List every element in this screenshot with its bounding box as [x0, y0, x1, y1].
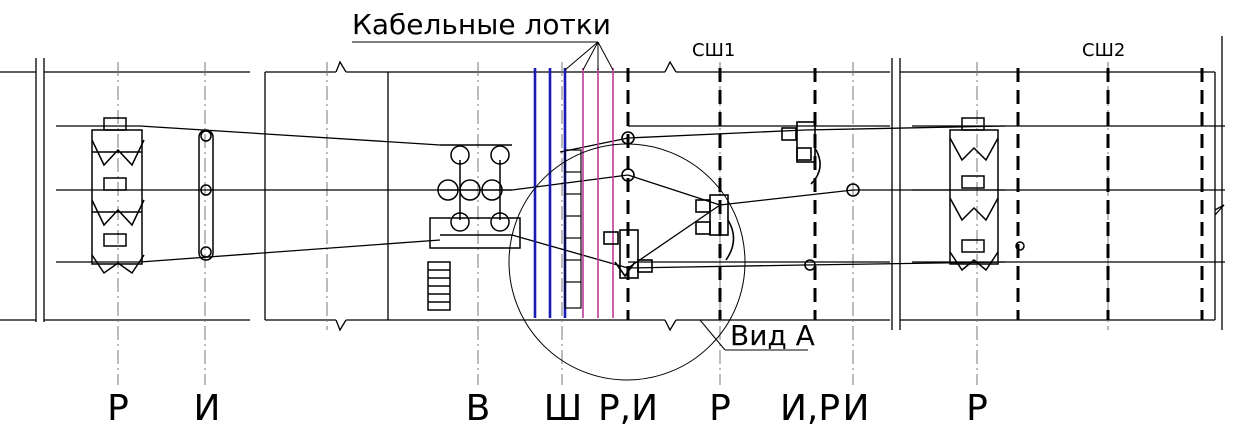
- busbar-dashed: [626, 68, 1204, 320]
- column-label-v: В: [466, 388, 491, 429]
- view-a-label: Вид А: [730, 319, 815, 352]
- cable-trays-label: Кабельные лотки: [352, 8, 611, 41]
- column-label-p-2: Р: [709, 388, 731, 429]
- column-label-p-1: Р: [107, 388, 129, 429]
- column-label-sh: Ш: [544, 388, 583, 429]
- disconnector-left: [91, 117, 145, 275]
- column-axes: [117, 62, 1109, 385]
- circuit-breaker: [427, 144, 521, 311]
- column-label-p-3: Р: [966, 388, 988, 429]
- cable-tray-lines: [533, 68, 614, 318]
- busbar-1-label: СШ1: [692, 40, 735, 61]
- column-label-i-p: И,Р: [780, 388, 840, 429]
- column-label-i-2: И: [843, 388, 870, 429]
- cable-channel: [564, 149, 582, 309]
- insulator-column: [198, 129, 214, 261]
- conductor-lines: [56, 125, 1225, 269]
- column-label-p-i: Р,И: [598, 388, 658, 429]
- bay-walls: [0, 36, 1225, 332]
- tray-leaders: [352, 41, 614, 71]
- view-a-leader: [699, 319, 726, 351]
- busbar-disconnectors-1: [603, 121, 860, 279]
- disconnector-right: [949, 117, 1025, 272]
- column-label-i-1: И: [194, 388, 221, 429]
- busbar-2-label: СШ2: [1082, 40, 1125, 61]
